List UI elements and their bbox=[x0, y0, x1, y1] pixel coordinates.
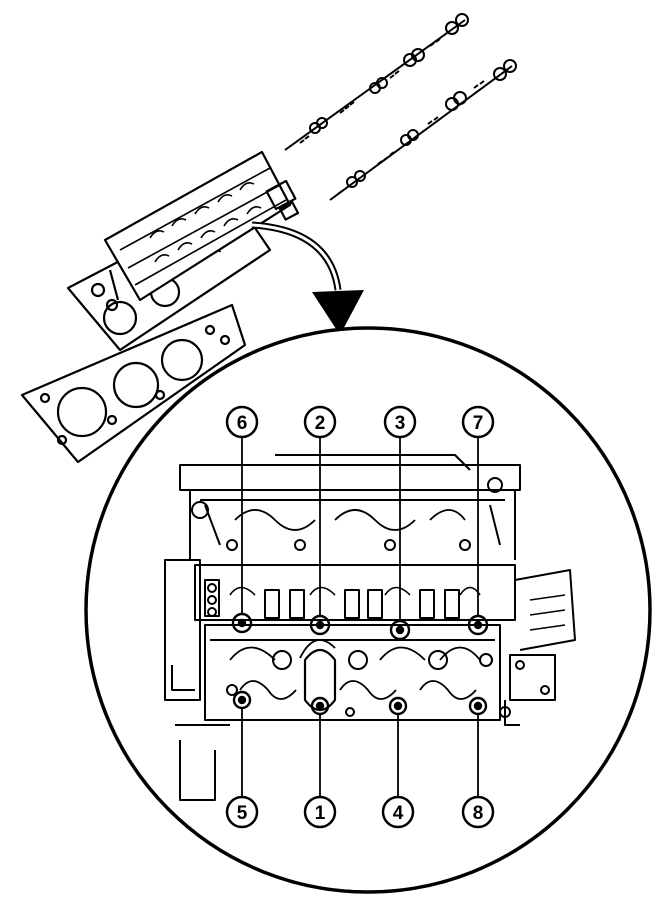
upper-cover bbox=[179, 454, 521, 560]
callout-label: 8 bbox=[473, 803, 484, 824]
engine-block-right bbox=[504, 569, 576, 726]
head-gasket bbox=[20, 303, 247, 464]
callout-leader-lines bbox=[241, 438, 479, 796]
callouts: 6 2 3 7 5 1 4 bbox=[225, 405, 495, 829]
callout-label: 5 bbox=[237, 803, 248, 824]
callout-4: 4 bbox=[381, 795, 415, 829]
head-bolts-upper-row bbox=[284, 13, 469, 151]
callout-2: 2 bbox=[303, 405, 337, 439]
callout-5: 5 bbox=[225, 795, 259, 829]
callout-label: 4 bbox=[393, 803, 404, 824]
callout-7: 7 bbox=[461, 405, 495, 439]
exploded-head-assembly bbox=[20, 13, 517, 464]
curved-arrow-icon bbox=[251, 221, 364, 335]
head-bolts-lower-row bbox=[329, 59, 517, 201]
engine-block-left bbox=[164, 559, 230, 801]
callout-label: 2 bbox=[315, 413, 326, 434]
magnified-detail-view: 6 2 3 7 5 1 4 bbox=[84, 326, 652, 894]
head-bolt-heads bbox=[231, 612, 489, 716]
callout-label: 7 bbox=[473, 413, 484, 434]
callout-label: 6 bbox=[237, 413, 248, 434]
callout-label: 3 bbox=[395, 413, 406, 434]
callout-3: 3 bbox=[383, 405, 417, 439]
callout-8: 8 bbox=[461, 795, 495, 829]
callout-1: 1 bbox=[303, 795, 337, 829]
callout-label: 1 bbox=[315, 803, 326, 824]
callout-6: 6 bbox=[225, 405, 259, 439]
camshaft-housing bbox=[103, 150, 300, 302]
